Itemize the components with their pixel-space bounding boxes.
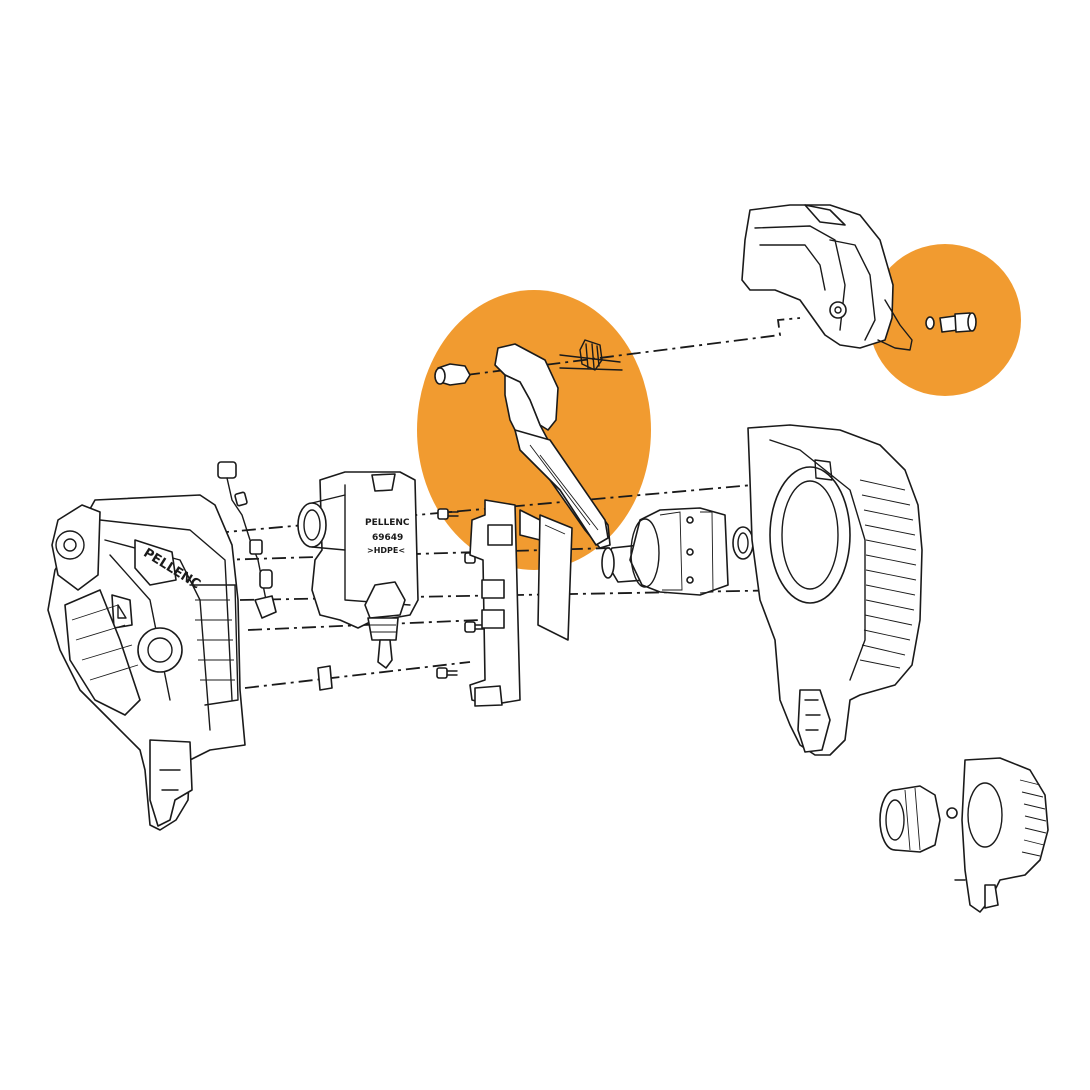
right-main-housing: [747, 424, 923, 756]
tank-material-label: >HDPE<: [367, 546, 405, 555]
cover-screw-assembly: [877, 299, 977, 351]
thin-plate: [537, 514, 573, 641]
trigger-lever-assembly: [434, 339, 623, 549]
tank-brand-label: PELLENC: [365, 518, 410, 528]
motor-armature: [601, 507, 754, 596]
tank-part-number: 69649: [372, 533, 403, 543]
top-cover: [741, 204, 894, 349]
small-screws: [436, 508, 486, 679]
circuit-board: [469, 499, 541, 707]
hose-fittings: [217, 461, 333, 691]
oil-tank: PELLENC 69649 >HDPE<: [297, 471, 419, 669]
left-main-housing: PELLENC: [47, 494, 246, 831]
bottom-right-assembly: [879, 757, 1049, 913]
